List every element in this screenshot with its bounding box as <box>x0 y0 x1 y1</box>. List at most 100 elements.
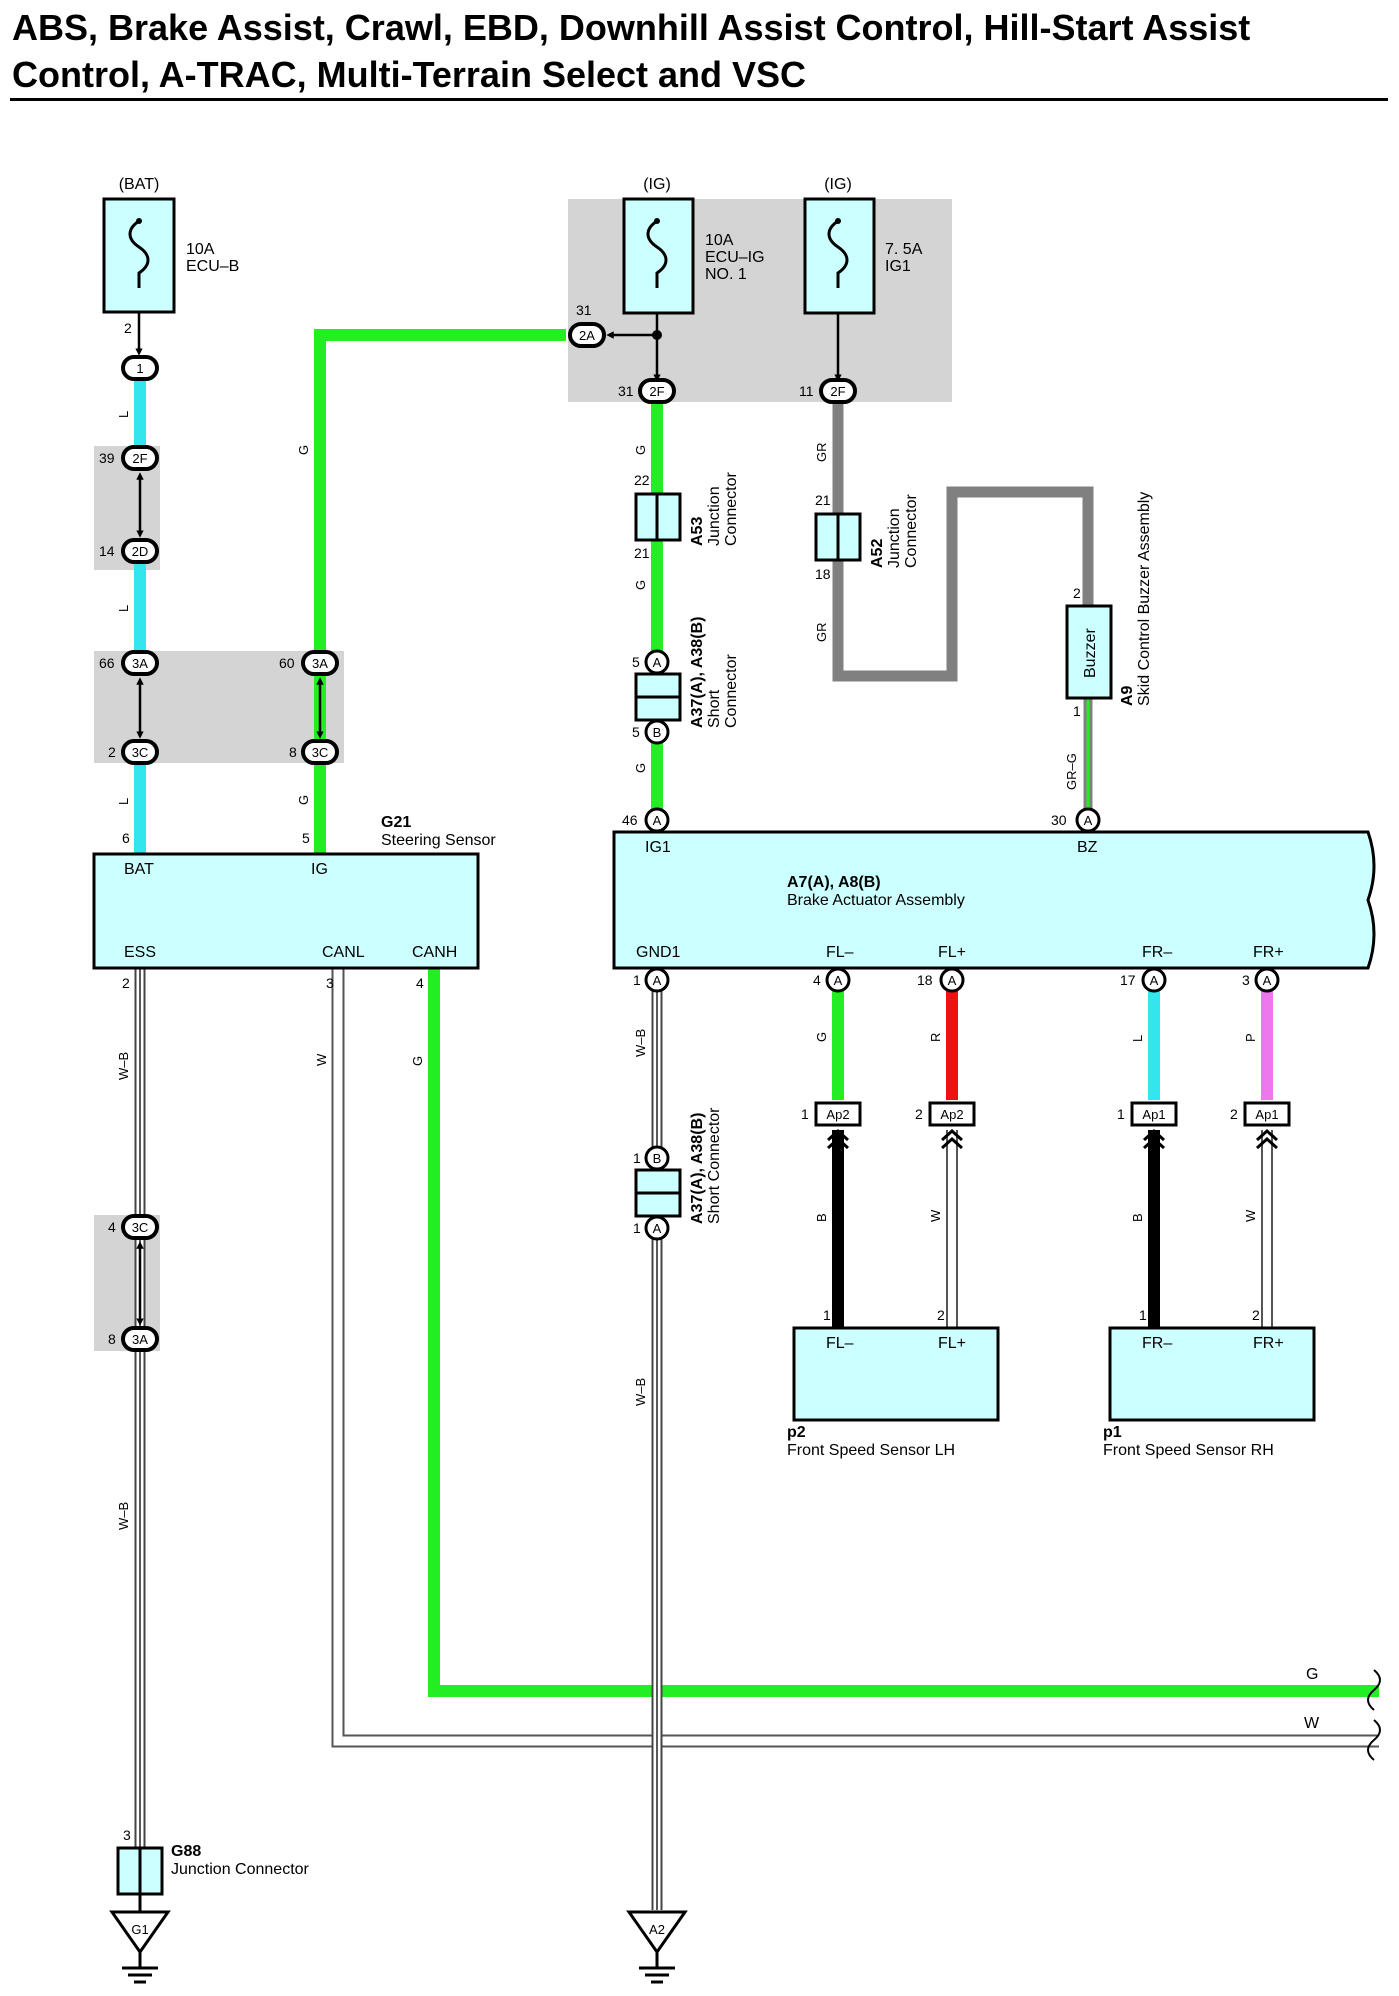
a7-terminal-flm: FL– <box>826 944 854 961</box>
p2-terminal-flm: FL– <box>826 1335 854 1352</box>
connector-3c-left <box>121 739 159 765</box>
p1-terminal-frm: FR– <box>1142 1335 1172 1352</box>
wire-g-steering-ig <box>314 329 566 853</box>
a7-pin-flm-label: A <box>834 973 843 988</box>
connector-3c-left-label: 3C <box>132 745 149 760</box>
ground-g1-label: G1 <box>131 1922 148 1937</box>
a37-bottom-code: A37(A), A38(B) <box>689 1113 706 1224</box>
a53-junction-connector <box>634 492 682 542</box>
ground-g1-icon <box>109 1910 171 1984</box>
ap2-connector-2 <box>928 1101 976 1127</box>
fuse-ig1 <box>803 197 876 315</box>
a37-bottom-pin-b-label: B <box>653 1151 662 1166</box>
a52-name-1: Junction <box>886 508 903 568</box>
a7-pin-gnd1-label: A <box>653 973 662 988</box>
g21-name: Steering Sensor <box>381 832 496 849</box>
ap1-connector-1 <box>1130 1101 1178 1127</box>
pin-1-sc-a: 1 <box>633 1220 641 1236</box>
connector-3a-left <box>121 650 159 676</box>
pin-21-a53: 21 <box>634 545 650 561</box>
pin-frm: 17 <box>1120 972 1136 988</box>
a7-pin-frm <box>1141 967 1167 993</box>
pin-1-sc-b: 1 <box>633 1150 641 1166</box>
connector-3a-mid <box>301 650 339 676</box>
wire-label-gr-g: GR–G <box>1064 753 1079 790</box>
wire-label-b-rh: B <box>1130 1213 1145 1222</box>
g88-code: G88 <box>171 1843 201 1860</box>
connector-1 <box>121 355 159 381</box>
power-source-ig-2: (IG) <box>824 176 852 193</box>
pin-ap2-1: 1 <box>801 1106 809 1122</box>
wire-label-p-frp: P <box>1243 1033 1258 1042</box>
pin-2-buzzer: 2 <box>1073 585 1081 601</box>
a7-pin-frp-label: A <box>1263 973 1272 988</box>
pin-31-2f: 31 <box>618 383 634 399</box>
wire-label-wb-2: W–B <box>116 1502 131 1530</box>
pin-gnd1: 1 <box>633 972 641 988</box>
connector-3c-mid <box>301 739 339 765</box>
connector-2f-c-label: 2F <box>830 384 845 399</box>
g21-terminal-canl: CANL <box>322 944 365 961</box>
power-source-ig-1: (IG) <box>643 176 671 193</box>
pin-flp: 18 <box>917 972 933 988</box>
wire-label-gr-2: GR <box>814 623 829 643</box>
connector-2f-b <box>638 378 676 404</box>
a9-name: Skid Control Buzzer Assembly <box>1136 492 1153 706</box>
p2-front-speed-sensor-lh <box>792 1326 1000 1422</box>
a37-bottom-name: Short Connector <box>706 1107 723 1224</box>
a52-name-2: Connector <box>903 494 920 568</box>
connector-3c-lower-label: 3C <box>132 1220 149 1235</box>
g21-terminal-ess: ESS <box>124 944 156 961</box>
g21-steering-sensor <box>92 852 480 970</box>
connector-3a-left-label: 3A <box>132 656 148 671</box>
fuse-ecu-b <box>102 197 176 314</box>
pin-ap1-2: 2 <box>1230 1106 1238 1122</box>
pin-21-a52: 21 <box>815 492 831 508</box>
fuse-ig1-rating: 7. 5A <box>885 241 923 258</box>
pin-canl: 3 <box>326 975 334 991</box>
connector-2f-a-label: 2F <box>132 451 147 466</box>
pin-2-fuse: 2 <box>124 320 132 336</box>
a52-code: A52 <box>869 539 886 568</box>
a53-name-2: Connector <box>723 472 740 546</box>
wire-g-canh <box>428 968 1379 1697</box>
wire-label-g-canh: G <box>410 1056 425 1066</box>
connector-2f-b-label: 2F <box>649 384 664 399</box>
connector-3a-lower-label: 3A <box>132 1332 148 1347</box>
a7-name: Brake Actuator Assembly <box>787 892 965 909</box>
continuation-w: W <box>1304 1715 1320 1732</box>
pin-6: 6 <box>122 830 130 846</box>
a7-terminal-gnd1: GND1 <box>636 944 681 961</box>
pin-ap1-1: 1 <box>1117 1106 1125 1122</box>
pin-ess: 2 <box>122 975 130 991</box>
a7-pin-flp-label: A <box>948 973 957 988</box>
a7-pin-ig1 <box>644 807 670 833</box>
connector-3a-mid-label: 3A <box>312 656 328 671</box>
connector-3c-lower <box>121 1214 159 1240</box>
g21-terminal-bat: BAT <box>124 861 154 878</box>
fuse-ecu-ig-name: ECU–IG <box>705 249 765 266</box>
wire-label-r-flp: R <box>928 1033 943 1042</box>
wire-label-w-canl: W <box>314 1053 329 1066</box>
p1-front-speed-sensor-rh <box>1108 1326 1316 1422</box>
wire-break-mark-w <box>1367 1719 1381 1761</box>
continuation-g: G <box>1306 1666 1318 1683</box>
pin-canh: 4 <box>416 975 424 991</box>
power-source-bat: (BAT) <box>119 176 160 193</box>
pin-frp: 3 <box>1242 972 1250 988</box>
connector-1-label: 1 <box>136 361 143 376</box>
connector-3a-lower <box>121 1326 159 1352</box>
pin-p2-2: 2 <box>937 1307 945 1323</box>
a7-terminal-bz: BZ <box>1077 839 1098 856</box>
wire-label-l-frm: L <box>1130 1035 1145 1042</box>
a7-pin-ig1-label: A <box>653 813 662 828</box>
wire-label-w-rh: W <box>1243 1209 1258 1222</box>
pin-5-a: 5 <box>632 654 640 670</box>
a37-top-name-1: Short <box>706 689 723 728</box>
p1-name: Front Speed Sensor RH <box>1103 1442 1274 1459</box>
title-divider <box>10 98 1388 101</box>
wire-label-g-flm: G <box>814 1032 829 1042</box>
a7-pin-bz-label: A <box>1084 813 1093 828</box>
pin-11: 11 <box>799 383 814 399</box>
